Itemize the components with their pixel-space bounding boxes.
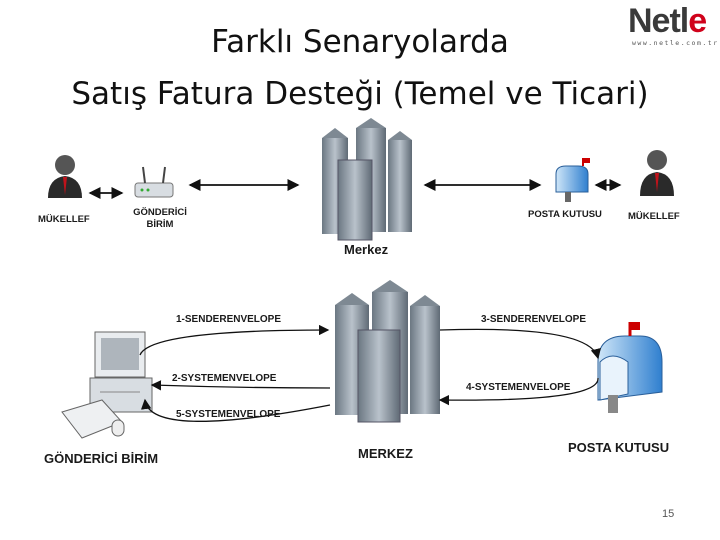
mailbox-label-bottom: POSTA KUTUSU [568, 440, 670, 455]
headquarters-building-icon [322, 118, 412, 241]
logo-url: www.netle.com.tr [632, 39, 719, 47]
netle-logo: Netle www.netle.com.tr [628, 2, 718, 48]
router-label-line2: BİRİM [146, 219, 174, 230]
logo-accent-text: e [688, 2, 707, 40]
arrow-systemenvelope-2 [150, 380, 331, 391]
slide-title-line2: Satış Fatura Desteği (Temel ve Ticari) [71, 76, 649, 112]
label-systemenvelope-4: 4-SYSTEMENVELOPE [466, 382, 571, 393]
label-senderenvelope-1: 1-SENDERENVELOPE [176, 314, 282, 325]
computer-icon [61, 331, 153, 439]
slide-title-line1: Farklı Senaryolarda [211, 24, 509, 60]
mailbox-icon-small [555, 158, 590, 202]
label-systemenvelope-2: 2-SYSTEMENVELOPE [172, 373, 277, 384]
central-building-icon [335, 280, 440, 423]
router-icon [134, 166, 174, 198]
person-icon [48, 155, 82, 198]
router-label-line1: GÖNDERİCİ [133, 207, 187, 218]
arrow-systemenvelope-4 [438, 377, 599, 406]
sender-unit-label: GÖNDERİCİ BİRİM [44, 451, 159, 466]
router-label: GÖNDERİCİ BİRİM [122, 207, 198, 231]
logo-main-text: Netl [628, 2, 689, 40]
arrow-senderenvelope-1 [139, 324, 330, 356]
center-label: MERKEZ [358, 446, 413, 461]
mailbox-icon-large [597, 322, 663, 413]
arrow-systemenvelope-5 [140, 398, 331, 422]
headquarters-label: Merkez [344, 242, 389, 257]
right-taxpayer-label: MÜKELLEF [628, 211, 680, 222]
label-senderenvelope-3: 3-SENDERENVELOPE [481, 314, 587, 325]
person-icon [640, 150, 674, 196]
left-taxpayer-label: MÜKELLEF [38, 214, 90, 225]
label-systemenvelope-5: 5-SYSTEMENVELOPE [176, 409, 281, 420]
page-number: 15 [662, 508, 675, 520]
arrow-senderenvelope-3 [439, 328, 601, 360]
mailbox-label-top: POSTA KUTUSU [528, 209, 602, 220]
